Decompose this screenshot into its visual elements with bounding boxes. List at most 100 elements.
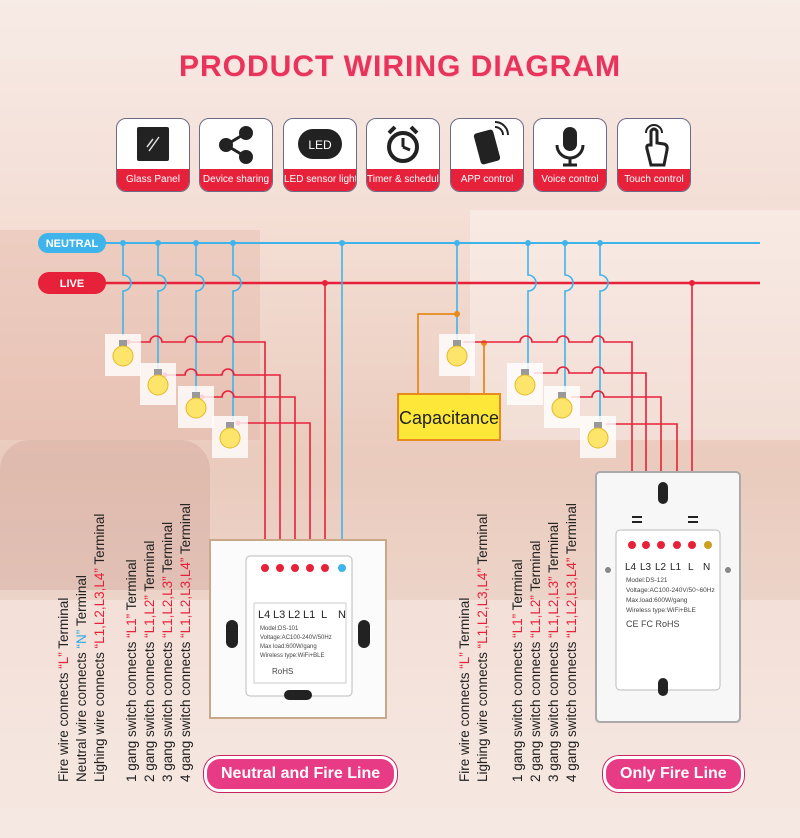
left-gang-note-3: 3 gang switch connects “L1,L2,L3” Termin… (160, 521, 175, 782)
left-switch-slot-left (226, 620, 238, 648)
page-title: PRODUCT WIRING DIAGRAM (179, 50, 621, 83)
left-terminal-label: L3 (273, 609, 285, 621)
feature-timer-schedule: Timer & schedule (366, 118, 440, 192)
left-terminal-label: N (338, 609, 346, 621)
left-switch-cert: RoHS (272, 667, 293, 676)
capacitance-box (397, 393, 501, 441)
right-terminal-label: L1 (670, 562, 682, 573)
right-gang-note-2: 2 gang switch connects “L1,L2” Terminal (528, 540, 543, 782)
lamp-4 (212, 416, 248, 458)
left-switch-max-load: Max load:600W/gang (260, 644, 317, 650)
left-gang-note-4: 4 gang switch connects “L1,L2,L3,L4” Ter… (178, 503, 193, 782)
lamp-1 (105, 334, 141, 376)
right-switch-screw-left (605, 567, 611, 573)
feature-voice-control: Voice control (533, 118, 607, 192)
right-terminal-label: L (688, 562, 694, 573)
left-terminals (261, 564, 329, 572)
lamp-6 (507, 363, 543, 405)
right-terminal-n (704, 541, 712, 549)
phone-app-icon (473, 121, 509, 165)
lamp-8 (580, 416, 616, 458)
feature-touch-control: Touch control (617, 118, 691, 192)
feature-label: Voice control (534, 169, 606, 191)
left-note-fire: Fire wire connects “L” Terminal (56, 597, 71, 782)
right-switch: L4 L3 L2 L1 L N Model:DS-121 Voltage:AC1… (595, 471, 741, 723)
microphone-icon (555, 127, 585, 167)
capacitor-wires (417, 313, 485, 394)
right-switch-mark-left-2 (632, 521, 642, 523)
left-neutral-drops (122, 243, 343, 560)
right-terminal-labels: L4 L3 L2 L1 L N (625, 562, 710, 573)
left-switch-label-area (253, 602, 347, 684)
left-terminal-label: L1 (303, 609, 315, 621)
led-icon: LED (298, 129, 342, 159)
neutral-label: NEUTRAL (46, 238, 99, 250)
left-switch-wireless: Wireless type:WiFi+BLE (260, 653, 325, 659)
feature-glass-panel: Glass Panel (116, 118, 190, 192)
left-neutral-nodes (120, 240, 345, 246)
left-caption: Neutral and Fire Line (204, 756, 398, 792)
right-gang-note-3: 3 gang switch connects “L1,L2,L3” Termin… (546, 521, 561, 782)
right-switch-screw-right (725, 567, 731, 573)
feature-label: Timer & schedule (367, 169, 439, 191)
right-switch-voltage: Voltage:AC100-240V/50~60Hz (626, 587, 715, 594)
right-gang-note-1: 1 gang switch connects “L1” Terminal (510, 559, 525, 782)
right-caption: Only Fire Line (603, 756, 744, 792)
feature-app-control: APP control (450, 118, 524, 192)
left-switch-slot-bottom (284, 690, 312, 700)
live-label: LIVE (60, 278, 84, 290)
feature-label: APP control (451, 169, 523, 191)
live-label-pill (38, 272, 106, 294)
feature-label: Touch control (618, 169, 690, 191)
lamp-5 (439, 334, 475, 376)
left-gang-note-2: 2 gang switch connects “L1,L2” Terminal (142, 540, 157, 782)
capacitor-node-2 (481, 340, 487, 346)
left-note-lighting: Lighing wire connects “L1,L2,L3,L4” Term… (92, 513, 107, 782)
right-switch-max-load: Max.load:600W/gang (626, 597, 688, 604)
right-terminal-label: L2 (655, 562, 667, 573)
alarm-clock-icon (387, 125, 419, 163)
lamp-2 (140, 363, 176, 405)
feature-label: Glass Panel (117, 169, 189, 191)
right-lamps (439, 334, 616, 458)
left-gang-note-1: 1 gang switch connects “L1” Terminal (124, 559, 139, 782)
left-switch-model: Model:DS-101 (260, 626, 299, 632)
left-terminal-label: L2 (288, 609, 300, 621)
right-switch-model: Model:DS-121 (626, 577, 668, 584)
feature-label: Device sharing (200, 169, 272, 191)
right-switch-cert: CE FC RoHS (626, 619, 680, 629)
touch-hand-icon (645, 124, 669, 167)
right-switch-slot-top (658, 482, 668, 504)
led-icon-text: LED (308, 138, 332, 152)
left-terminal-labels: L4 L3 L2 L1 L N (258, 609, 346, 621)
capacitance-label: Capacitance (399, 408, 499, 428)
left-switch-specs: Model:DS-101 Voltage:AC100-240V/50Hz Max… (260, 626, 332, 676)
right-switch-specs: Model:DS-121 Voltage:AC100-240V/50~60Hz … (626, 577, 715, 629)
capacitor-node (454, 311, 460, 317)
left-lamps (105, 334, 248, 458)
right-switch-slot-bottom (658, 678, 668, 696)
neutral-label-pill (38, 233, 106, 253)
right-note-fire: Fire wire connects “L” Terminal (457, 597, 472, 782)
left-terminal-n (338, 564, 346, 572)
left-switch: L4 L3 L2 L1 L N Model:DS-101 Voltage:AC1… (209, 539, 387, 719)
glass-panel-icon (137, 127, 169, 161)
lamp-3 (178, 386, 214, 428)
left-note-neutral: Neutral wire connects “N” Terminal (74, 575, 89, 782)
right-note-lighting: Lighing wire connects “L1,L2,L3,L4” Term… (475, 513, 490, 782)
feature-label: LED sensor light (284, 169, 356, 191)
right-gang-note-4: 4 gang switch connects “L1,L2,L3,L4” Ter… (564, 503, 579, 782)
left-terminal-label: L (321, 609, 327, 621)
left-switch-slot-right (358, 620, 370, 648)
share-icon (219, 126, 253, 164)
lamp-7 (544, 386, 580, 428)
left-terminal-label: L4 (258, 609, 270, 621)
right-terminal-label: N (703, 562, 710, 573)
right-neutral-drops (456, 243, 609, 422)
right-terminals (628, 541, 696, 549)
right-terminal-label: L3 (640, 562, 652, 573)
right-switch-mark-right-2 (688, 521, 698, 523)
background-sofa (0, 440, 210, 590)
